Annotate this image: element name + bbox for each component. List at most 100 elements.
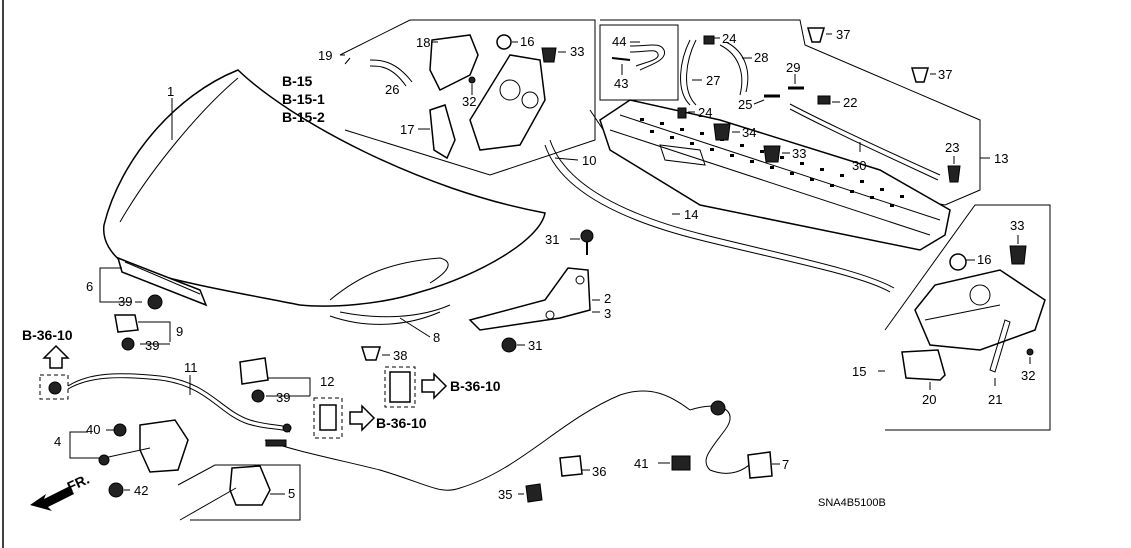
clip-39-icon[interactable] bbox=[121, 337, 135, 351]
cover-17[interactable] bbox=[429, 104, 456, 160]
part-number: 27 bbox=[706, 73, 720, 88]
damper-icon bbox=[389, 371, 411, 403]
part-number: 25 bbox=[738, 97, 752, 112]
part-number: 12 bbox=[320, 374, 334, 389]
nozzle-hose-44[interactable] bbox=[629, 44, 666, 71]
joint-24-icon[interactable] bbox=[703, 35, 715, 45]
bolt-31-icon[interactable] bbox=[580, 229, 594, 255]
hinge-cover-assembly[interactable] bbox=[469, 54, 546, 151]
cowl-vent-grille bbox=[640, 118, 904, 207]
part-number: 43 bbox=[614, 76, 628, 91]
block-20[interactable] bbox=[901, 349, 946, 381]
washer-hose-27[interactable] bbox=[680, 39, 697, 106]
part-number: 37 bbox=[938, 67, 952, 82]
group-frame-hinge-cover bbox=[339, 19, 596, 176]
clip-37-icon[interactable] bbox=[807, 27, 825, 43]
part-number: 13 bbox=[994, 151, 1008, 166]
part-number: 28 bbox=[754, 50, 768, 65]
part-number: 31 bbox=[545, 232, 559, 247]
clip-35-icon[interactable] bbox=[525, 483, 543, 503]
switch-wire-7[interactable] bbox=[689, 400, 773, 479]
clip-39-icon[interactable] bbox=[251, 389, 265, 403]
part-number: 33 bbox=[570, 44, 584, 59]
part-number: 35 bbox=[498, 487, 512, 502]
clip-39-icon[interactable] bbox=[147, 294, 163, 310]
up-arrow-icon bbox=[42, 344, 70, 369]
part-number: 6 bbox=[86, 279, 93, 294]
clip-16-icon[interactable] bbox=[949, 253, 967, 271]
diagram-code: SNA4B5100B bbox=[818, 497, 886, 509]
part-number: 38 bbox=[393, 348, 407, 363]
clip-36-icon[interactable] bbox=[559, 455, 583, 477]
hood-front-seal-strip[interactable] bbox=[116, 256, 208, 307]
part-number: 15 bbox=[852, 364, 866, 379]
part-number: 26 bbox=[385, 82, 399, 97]
grommet-33-icon[interactable] bbox=[541, 47, 557, 63]
hood-latch-5[interactable] bbox=[179, 465, 271, 521]
part-number: 36 bbox=[592, 464, 606, 479]
part-number: 16 bbox=[520, 34, 534, 49]
hood-panel[interactable] bbox=[102, 69, 546, 318]
bolt-42-icon[interactable] bbox=[108, 482, 124, 498]
clip-icon bbox=[319, 404, 337, 431]
part-number: 39 bbox=[145, 338, 159, 353]
part-number: 5 bbox=[288, 486, 295, 501]
part-number: 42 bbox=[134, 483, 148, 498]
right-arrow-icon bbox=[349, 404, 376, 432]
group-frame-right-bracket bbox=[884, 204, 1051, 431]
right-bracket-assembly[interactable] bbox=[914, 269, 1046, 351]
part-number: 31 bbox=[528, 338, 542, 353]
bracket-21[interactable] bbox=[989, 319, 1011, 373]
part-number: 39 bbox=[118, 294, 132, 309]
clip-16-icon[interactable] bbox=[496, 34, 512, 50]
grommet-icon bbox=[48, 381, 62, 395]
part-number: 18 bbox=[416, 35, 430, 50]
hood-stop-38-icon[interactable] bbox=[360, 346, 382, 361]
part-number: 30 bbox=[852, 158, 866, 173]
grommet-33-icon[interactable] bbox=[1009, 245, 1027, 265]
reference-label: B-36-10 bbox=[22, 327, 73, 343]
grommet-34-icon[interactable] bbox=[713, 123, 731, 141]
cover-18[interactable] bbox=[429, 34, 479, 92]
joint-24-icon[interactable] bbox=[677, 107, 687, 119]
bracket-12[interactable] bbox=[239, 357, 269, 385]
cowl-top-panel[interactable] bbox=[599, 99, 951, 251]
clip-40-icon[interactable] bbox=[113, 423, 127, 437]
part-number: 19 bbox=[318, 48, 332, 63]
bolt-31-icon[interactable] bbox=[501, 337, 517, 353]
hood-release-cable[interactable] bbox=[67, 373, 292, 433]
hood-latch-assembly[interactable] bbox=[98, 419, 189, 473]
reference-label: B-36-10 bbox=[376, 415, 427, 431]
part-number: 16 bbox=[977, 252, 991, 267]
grommet-33-icon[interactable] bbox=[763, 145, 781, 163]
part-number: 14 bbox=[684, 207, 698, 222]
bracket-9[interactable] bbox=[114, 314, 139, 333]
part-number: 44 bbox=[612, 34, 626, 49]
hood-seal[interactable] bbox=[329, 311, 441, 325]
part-number: 7 bbox=[782, 457, 789, 472]
cowl-seal-10[interactable] bbox=[544, 139, 895, 293]
part-number: 34 bbox=[742, 125, 756, 140]
joint-22-icon[interactable] bbox=[817, 95, 831, 105]
group-frame-nozzle bbox=[599, 24, 679, 101]
nozzle-23-icon[interactable] bbox=[947, 165, 961, 183]
nozzle-43[interactable] bbox=[611, 57, 631, 61]
washer-hose-30[interactable] bbox=[789, 103, 941, 181]
washer-hose-28[interactable] bbox=[719, 41, 749, 96]
right-arrow-icon bbox=[421, 372, 448, 400]
reference-label: B-15-1 bbox=[282, 91, 325, 107]
hood-hinge[interactable] bbox=[468, 267, 591, 331]
part-number: 24 bbox=[722, 31, 736, 46]
hose-26[interactable] bbox=[369, 59, 413, 87]
connector-41-icon[interactable] bbox=[671, 455, 691, 471]
part-number: 23 bbox=[945, 140, 959, 155]
part-number: 24 bbox=[698, 105, 712, 120]
part-number: 20 bbox=[922, 392, 936, 407]
reference-label: B-15-2 bbox=[282, 109, 325, 125]
front-direction-arrow-icon bbox=[30, 486, 74, 511]
part-number: 1 bbox=[167, 84, 174, 99]
clip-32-icon[interactable] bbox=[1026, 348, 1034, 356]
clip-37-icon[interactable] bbox=[911, 67, 929, 83]
part-number: 21 bbox=[988, 392, 1002, 407]
clip-32-icon[interactable] bbox=[468, 76, 476, 84]
